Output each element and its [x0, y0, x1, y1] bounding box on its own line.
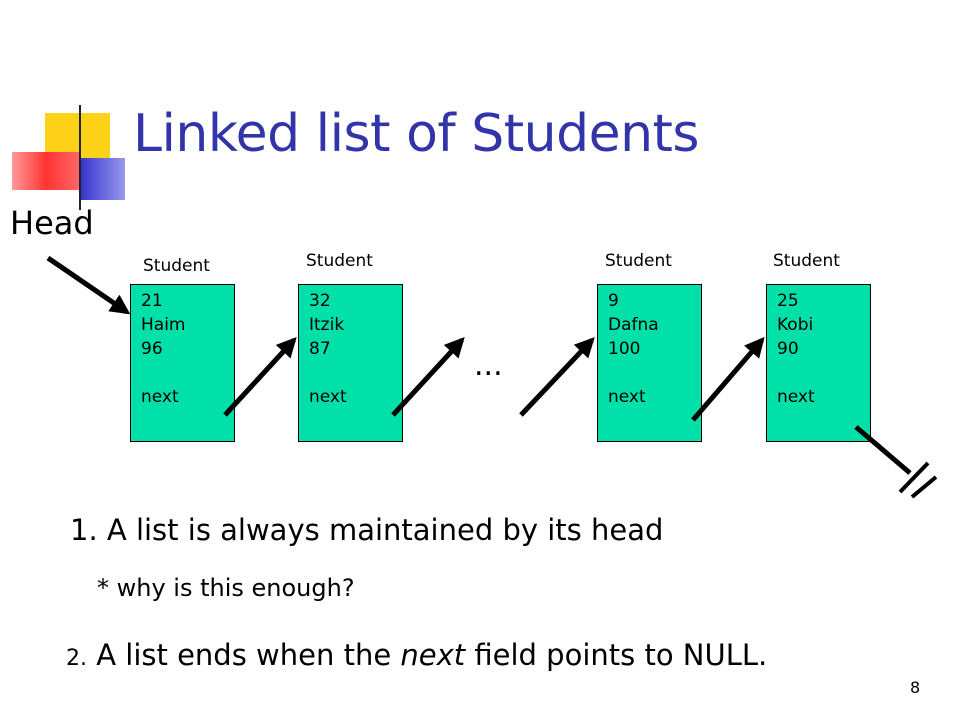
deco-red-square — [12, 152, 80, 190]
node-age: 9 — [608, 291, 619, 311]
node-spacer — [608, 361, 691, 385]
point-2-number: 2. — [66, 646, 87, 671]
point-2-text-b: field points to NULL. — [465, 638, 768, 672]
point-2-emphasis: next — [400, 638, 466, 672]
page-title: Linked list of Students — [133, 104, 700, 164]
node-name: Haim — [141, 315, 186, 335]
deco-blue-square — [80, 158, 125, 200]
node-age: 25 — [777, 291, 799, 311]
point-2: 2. A list ends when the next field point… — [66, 638, 767, 672]
point-1: 1. A list is always maintained by its he… — [70, 513, 664, 547]
node-age: 21 — [141, 291, 163, 311]
student-node: 9 Dafna 100 next — [597, 284, 702, 442]
node-type-label: Student — [143, 256, 210, 276]
node-name: Dafna — [608, 315, 659, 335]
page-number: 8 — [910, 678, 921, 697]
node-next-field: next — [309, 387, 347, 407]
student-node: 25 Kobi 90 next — [766, 284, 871, 442]
node-grade: 100 — [608, 339, 641, 359]
node-type-label: Student — [605, 251, 672, 271]
node-next-field: next — [777, 387, 815, 407]
student-node: 32 Itzik 87 next — [298, 284, 403, 442]
node-type-label: Student — [306, 251, 373, 271]
head-label: Head — [10, 204, 94, 242]
node-type-label: Student — [773, 251, 840, 271]
node-name: Kobi — [777, 315, 814, 335]
node-next-field: next — [141, 387, 179, 407]
node-grade: 90 — [777, 339, 799, 359]
node-grade: 96 — [141, 339, 163, 359]
node-next-field: next — [608, 387, 646, 407]
node-spacer — [141, 361, 224, 385]
node-spacer — [777, 361, 860, 385]
node-name: Itzik — [309, 315, 345, 335]
node-age: 32 — [309, 291, 331, 311]
node-spacer — [309, 361, 392, 385]
point-2-text-a: A list ends when the — [87, 638, 401, 672]
point-1-sub: * why is this enough? — [97, 574, 355, 602]
ellipsis: ... — [474, 348, 503, 383]
student-node: 21 Haim 96 next — [130, 284, 235, 442]
node-grade: 87 — [309, 339, 331, 359]
